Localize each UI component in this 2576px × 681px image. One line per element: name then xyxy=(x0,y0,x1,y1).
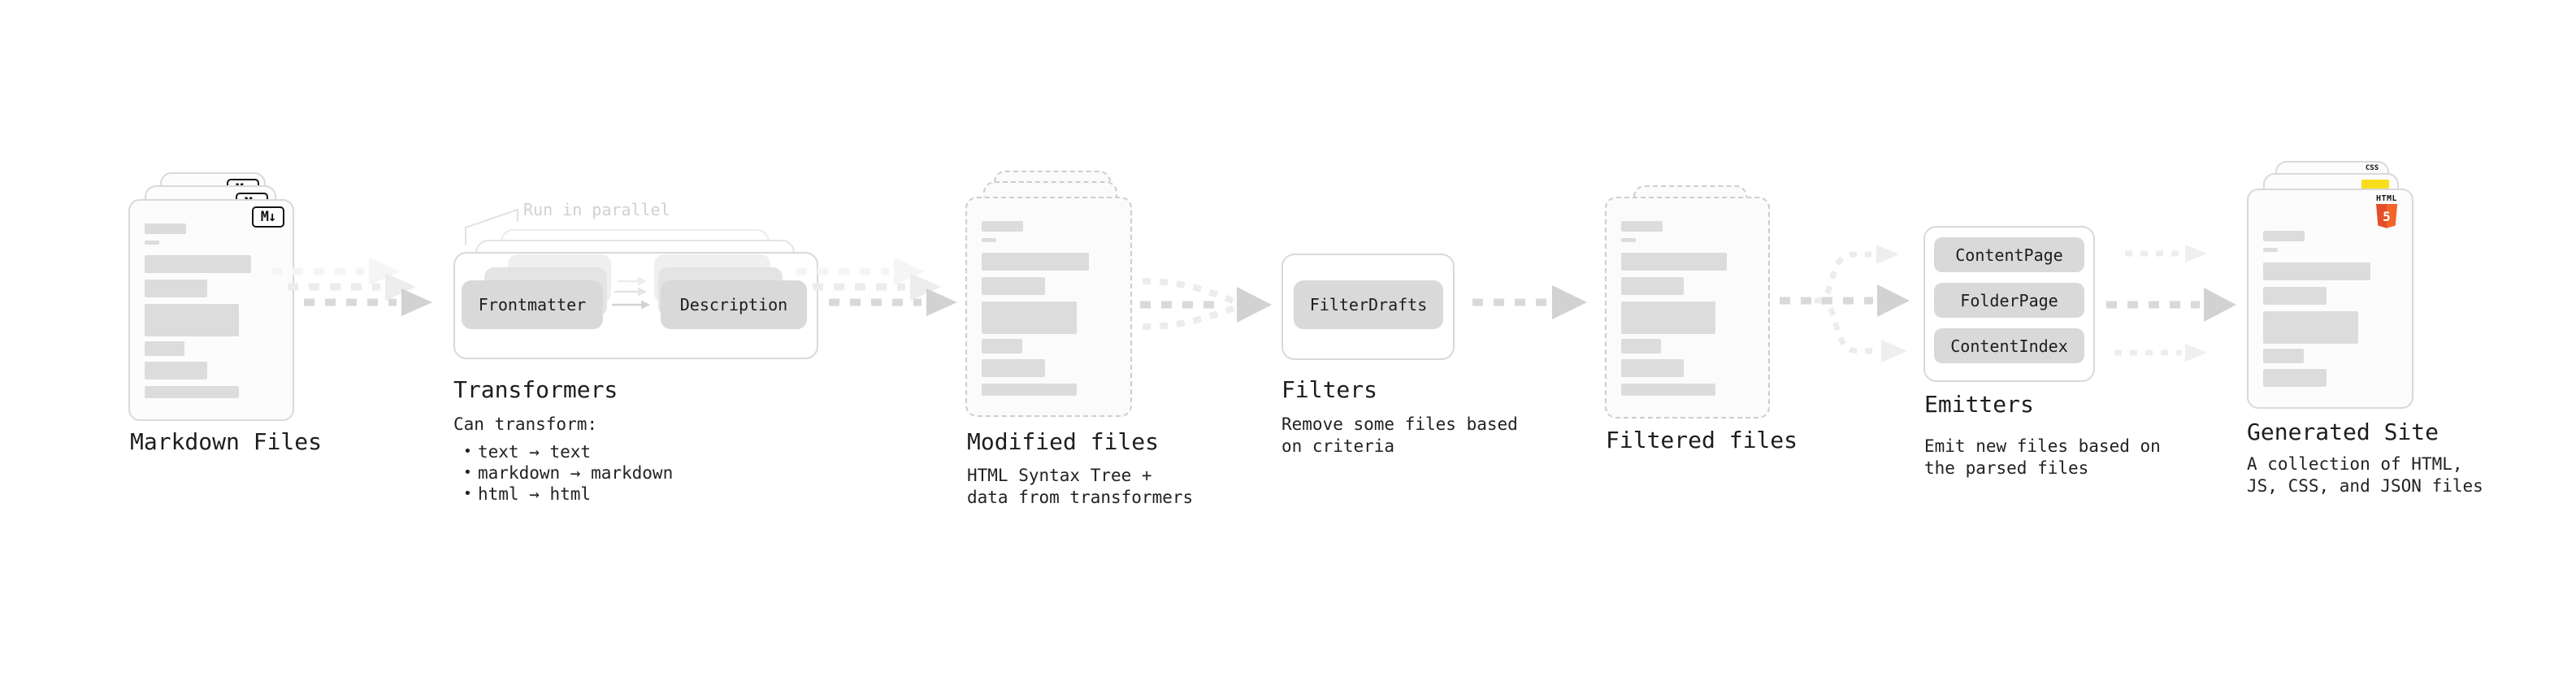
skeleton-bar xyxy=(982,339,1022,354)
stage-title-filtered-files: Filtered files xyxy=(1606,427,1798,453)
skeleton-bar xyxy=(145,223,186,234)
skeleton-bar xyxy=(145,241,160,245)
stage-title-generated-site: Generated Site xyxy=(2247,419,2439,445)
description-line: on criteria xyxy=(1281,436,1395,456)
skeleton-bar xyxy=(982,301,1078,334)
skeleton-bar xyxy=(1621,384,1715,396)
skeleton-bar xyxy=(145,386,240,398)
skeleton-bar xyxy=(982,238,997,242)
contentpage-pill: ContentPage xyxy=(1934,237,2084,272)
html5-icon-label: HTML xyxy=(2375,194,2398,203)
skeleton-bar xyxy=(145,304,240,336)
skeleton-bar xyxy=(2263,231,2305,241)
flow-arrow-triple-icon xyxy=(2106,245,2236,362)
description-line: Emit new files based on xyxy=(1924,436,2161,456)
description-line: Remove some files based xyxy=(1281,414,1518,434)
css-icon-label: CSS xyxy=(2365,164,2379,172)
description-line: JS, CSS, and JSON files xyxy=(2247,476,2483,496)
flow-arrow-converge-icon xyxy=(1140,278,1272,330)
skeleton-bar xyxy=(145,341,185,356)
skeleton-bar xyxy=(1621,238,1636,242)
modified-description: HTML Syntax Tree + data from transformer… xyxy=(967,465,1193,509)
document-skeleton xyxy=(2263,231,2397,393)
filters-description: Remove some files based on criteria xyxy=(1281,414,1518,458)
skeleton-bar xyxy=(982,277,1045,295)
transformers-bullet-list: text → text markdown → markdown html → h… xyxy=(460,441,673,505)
description-line: data from transformers xyxy=(967,488,1194,507)
skeleton-bar xyxy=(145,280,208,297)
frontmatter-pill: Frontmatter xyxy=(462,280,603,329)
skeleton-bar xyxy=(1621,359,1684,377)
skeleton-bar xyxy=(982,384,1078,396)
svg-text:5: 5 xyxy=(2383,209,2391,224)
skeleton-bar xyxy=(2263,349,2304,363)
bullet-item: html → html xyxy=(460,484,673,505)
skeleton-bar xyxy=(145,255,252,273)
stage-title-transformers: Transformers xyxy=(453,376,618,403)
html5-icon: HTML 5 xyxy=(2373,195,2400,230)
skeleton-bar xyxy=(982,359,1045,377)
generated-description: A collection of HTML, JS, CSS, and JSON … xyxy=(2247,453,2483,497)
description-line: HTML Syntax Tree + xyxy=(967,466,1152,485)
document-card xyxy=(965,197,1132,417)
markdown-icon: M↓ xyxy=(252,206,284,228)
skeleton-bar xyxy=(2263,287,2327,305)
flow-arrow-icon xyxy=(271,258,432,316)
skeleton-bar xyxy=(1621,339,1661,354)
skeleton-bar xyxy=(2263,369,2327,387)
stage-title-modified-files: Modified files xyxy=(967,428,1160,455)
bullet-item: markdown → markdown xyxy=(460,462,673,484)
skeleton-bar xyxy=(2263,248,2279,252)
filterdrafts-pill: FilterDrafts xyxy=(1294,280,1443,329)
transformers-description: Can transform: xyxy=(453,414,598,434)
document-skeleton xyxy=(982,221,1116,396)
skeleton-bar xyxy=(982,221,1024,232)
skeleton-bar xyxy=(145,362,208,380)
description-pill: Description xyxy=(661,280,807,329)
contentindex-pill: ContentIndex xyxy=(1934,328,2084,363)
stage-title-filters: Filters xyxy=(1281,376,1378,403)
bullet-item: text → text xyxy=(460,441,673,462)
run-in-parallel-note: Run in parallel xyxy=(523,200,670,219)
flow-arrow-icon xyxy=(796,258,957,316)
flow-arrow-icon xyxy=(1472,285,1587,319)
emitters-description: Emit new files based on the parsed files xyxy=(1924,436,2161,479)
folderpage-pill: FolderPage xyxy=(1934,283,2084,318)
document-card: M↓ xyxy=(128,199,294,421)
skeleton-bar xyxy=(2263,262,2370,280)
parallel-arrows-icon xyxy=(612,276,650,310)
skeleton-bar xyxy=(1621,301,1715,334)
skeleton-bar xyxy=(1621,253,1728,271)
document-skeleton xyxy=(145,223,278,398)
document-card: HTML 5 xyxy=(2247,189,2413,409)
stage-title-markdown-files: Markdown Files xyxy=(130,428,323,455)
flow-arrow-fanout-icon xyxy=(1780,245,1910,362)
skeleton-bar xyxy=(1621,277,1684,295)
description-line: A collection of HTML, xyxy=(2247,454,2463,474)
callout-leader-line xyxy=(465,208,518,245)
skeleton-bar xyxy=(1621,221,1663,232)
description-line: the parsed files xyxy=(1924,458,2089,478)
document-skeleton xyxy=(1621,221,1754,396)
stage-title-emitters: Emitters xyxy=(1924,391,2034,418)
skeleton-bar xyxy=(982,253,1089,271)
skeleton-bar xyxy=(2263,311,2359,344)
document-card xyxy=(1605,197,1770,419)
